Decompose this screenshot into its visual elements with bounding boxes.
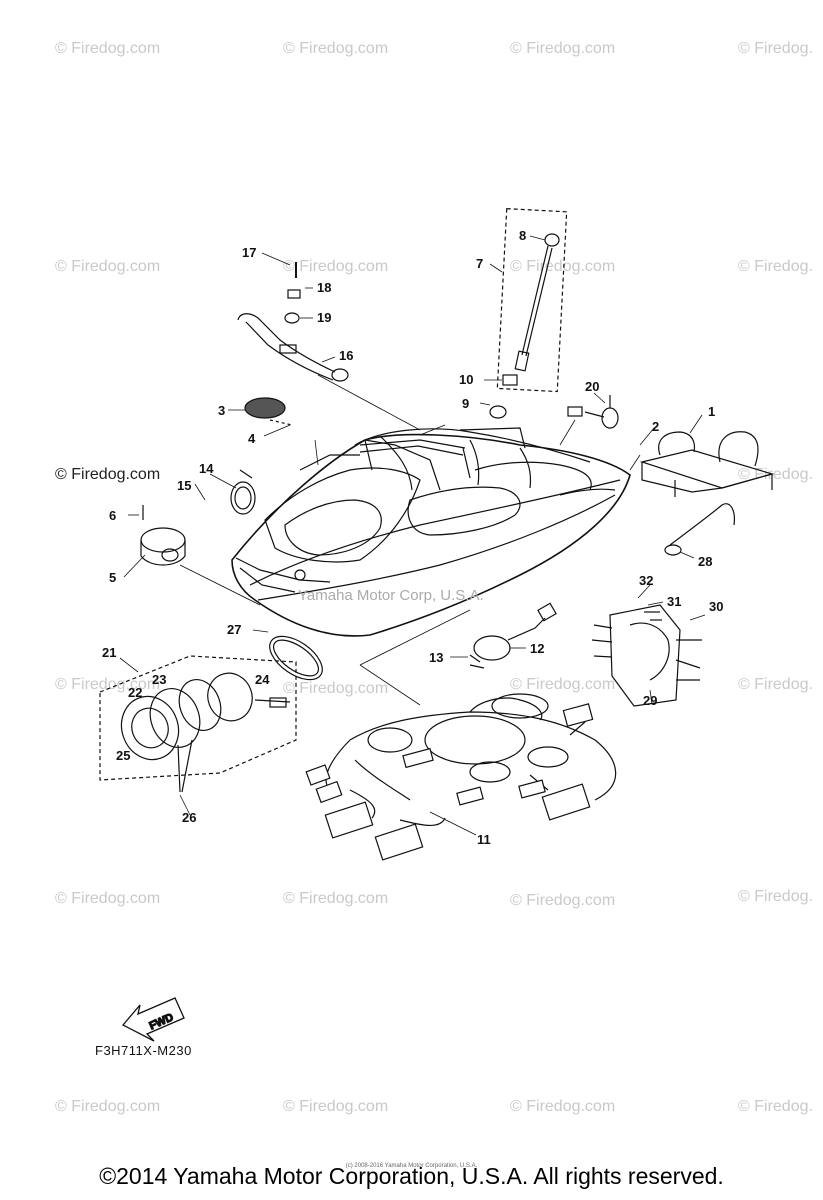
callout-27: 27 — [227, 622, 241, 637]
watermark: © Firedog. — [738, 40, 813, 57]
leader-lines — [119, 235, 706, 836]
callout-19: 19 — [317, 310, 331, 325]
callout-9: 9 — [462, 396, 469, 411]
watermark: © Firedog.com — [55, 890, 161, 907]
watermark: © Firedog.com — [283, 40, 389, 57]
callout-12: 12 — [530, 641, 544, 656]
copyright-notice: ©2014 Yamaha Motor Corporation, U.S.A. A… — [99, 1163, 724, 1189]
cup-holder — [140, 505, 186, 566]
callout-3: 3 — [218, 403, 225, 418]
watermark: © Firedog.com — [510, 892, 616, 909]
tiny-copyright: (c) 2008-2016 Yamaha Motor Corporation, … — [345, 1163, 478, 1169]
watermark: © Firedog. — [738, 888, 813, 905]
watermark: © Firedog.com — [55, 40, 161, 57]
watermark: © Firedog.com — [283, 890, 389, 907]
callout-28: 28 — [698, 554, 712, 569]
gasket — [269, 635, 323, 681]
connector-switch — [567, 395, 619, 429]
watermark: © Firedog.com — [55, 676, 161, 693]
callout-21: 21 — [102, 645, 116, 660]
watermark: © Firedog.com — [283, 1098, 389, 1115]
watermark: © Firedog.com — [55, 1098, 161, 1115]
diagram-code: F3H711X-M230 — [95, 1043, 192, 1058]
callout-11: 11 — [477, 832, 491, 847]
fwd-arrow-icon: FWD — [121, 997, 185, 1042]
callout-17: 17 — [242, 245, 256, 260]
watermark: © Firedog.com — [510, 258, 616, 275]
callout-5: 5 — [109, 570, 116, 585]
callout-32: 32 — [639, 573, 653, 588]
callout-18: 18 — [317, 280, 331, 295]
callout-numbers: 1 2 3 4 5 6 7 8 9 10 11 12 13 14 15 16 1… — [102, 228, 723, 847]
battery-strap — [664, 503, 735, 556]
antenna-assembly — [489, 208, 568, 419]
watermark: © Firedog.com — [510, 40, 616, 57]
callout-26: 26 — [182, 810, 196, 825]
callout-6: 6 — [109, 508, 116, 523]
callout-23: 23 — [152, 672, 166, 687]
tower-frame — [359, 439, 471, 479]
callout-7: 7 — [476, 256, 483, 271]
callout-29: 29 — [643, 693, 657, 708]
callout-16: 16 — [339, 348, 353, 363]
watermark: © Firedog.com — [283, 258, 389, 275]
watermark: © Firedog.com — [55, 258, 161, 275]
callout-30: 30 — [709, 599, 723, 614]
watermark: © Firedog. — [738, 676, 813, 693]
wiring-harness — [305, 693, 617, 861]
battery-box — [639, 431, 775, 497]
callout-10: 10 — [459, 372, 473, 387]
callout-20: 20 — [585, 379, 599, 394]
callout-8: 8 — [519, 228, 526, 243]
callout-24: 24 — [255, 672, 270, 687]
connector-bracket — [469, 602, 557, 669]
light-cover — [244, 397, 293, 426]
callout-1: 1 — [708, 404, 715, 419]
hull-watermark: Yamaha Motor Corp, U.S.A. — [298, 587, 484, 604]
watermark: © Firedog. — [738, 258, 813, 275]
watermark: © Firedog. — [738, 1098, 813, 1115]
control-module — [591, 604, 702, 707]
callout-14: 14 — [199, 461, 214, 476]
callout-15: 15 — [177, 478, 191, 493]
callout-31: 31 — [667, 594, 681, 609]
watermark: © Firedog.com — [283, 680, 389, 697]
callout-22: 22 — [128, 685, 142, 700]
boat-hull — [231, 427, 631, 637]
callout-13: 13 — [429, 650, 443, 665]
watermark: © Firedog.com — [510, 1098, 616, 1115]
callout-4: 4 — [248, 431, 256, 446]
callout-2: 2 — [652, 419, 659, 434]
callout-25: 25 — [116, 748, 130, 763]
light-assembly — [99, 655, 297, 793]
watermark: © Firedog.com — [55, 466, 161, 483]
watermark: © Firedog.com — [510, 676, 616, 693]
speaker-grill — [230, 469, 256, 515]
grab-rail — [237, 262, 349, 382]
